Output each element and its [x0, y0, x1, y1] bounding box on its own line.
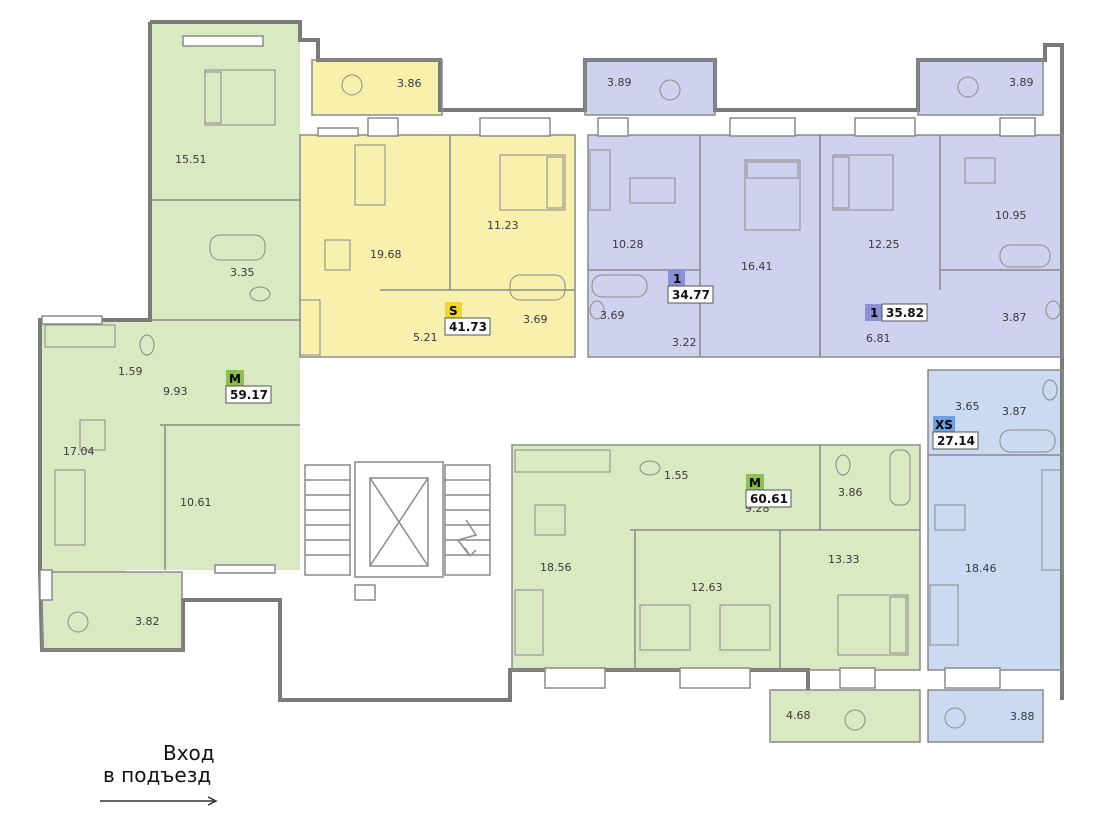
- room-area: 3.82: [135, 615, 160, 628]
- stair-steps-left: [305, 479, 350, 556]
- room-area: 19.68: [370, 248, 402, 261]
- unit-area: 41.73: [449, 320, 487, 334]
- unit-area: 27.14: [937, 434, 975, 448]
- room-area: 16.41: [741, 260, 773, 273]
- room-area: 3.87: [1002, 405, 1027, 418]
- room-area: 6.81: [866, 332, 891, 345]
- unit-area: 59.17: [230, 388, 268, 402]
- room-area: 3.87: [1002, 311, 1027, 324]
- room-area: 18.46: [965, 562, 997, 575]
- room-area: 12.25: [868, 238, 900, 251]
- unit-type-letter: 1: [673, 272, 681, 286]
- room-area: 10.28: [612, 238, 644, 251]
- unit-type-letter: S: [449, 304, 458, 318]
- room-area: 4.68: [786, 709, 811, 722]
- unit-m2-fill: [512, 445, 920, 742]
- room-area: 11.23: [487, 219, 519, 232]
- room-area: 3.69: [523, 313, 548, 326]
- entrance-legend: Вход в подъезд: [100, 741, 218, 806]
- room-area: 3.69: [600, 309, 625, 322]
- unit-one-a-fill: [585, 60, 820, 357]
- room-area: 17.04: [63, 445, 95, 458]
- walls: [38, 20, 1064, 743]
- room-area: 18.56: [540, 561, 572, 574]
- unit-area: 35.82: [886, 306, 924, 320]
- room-area: 12.63: [691, 581, 723, 594]
- room-area: 5.21: [413, 331, 438, 344]
- room-area: 9.93: [163, 385, 188, 398]
- room-area: 15.51: [175, 153, 207, 166]
- room-area: 3.22: [672, 336, 697, 349]
- unit-xs-fill: [928, 370, 1063, 742]
- stair-arrow-icon: [456, 519, 478, 557]
- windows: [39, 35, 1036, 689]
- unit-type-letter: XS: [935, 418, 953, 432]
- stairwell: [304, 461, 491, 601]
- unit-s-fill: [300, 60, 575, 357]
- room-area: 1.55: [664, 469, 689, 482]
- room-area: 3.35: [230, 266, 255, 279]
- unit-m1-fill: [40, 22, 300, 650]
- room-labels: 15.51 3.35 1.59 9.93 17.04 10.61 3.82 3.…: [63, 76, 1035, 723]
- room-area: 10.61: [180, 496, 212, 509]
- room-area: 3.65: [955, 400, 980, 413]
- unit-one-b-fill: [820, 60, 1063, 357]
- room-area: 3.88: [1010, 710, 1035, 723]
- unit-tag-one-a: 1 34.77: [667, 270, 714, 304]
- unit-tag-m1: M 59.17: [225, 370, 272, 404]
- unit-tag-xs: XS 27.14: [932, 416, 979, 450]
- room-area: 13.33: [828, 553, 860, 566]
- unit-tag-one-b: 1 35.82: [865, 303, 928, 322]
- furniture: [44, 69, 1063, 731]
- room-area: 3.86: [397, 77, 422, 90]
- unit-area: 60.61: [750, 492, 788, 506]
- room-area: 3.89: [1009, 76, 1034, 89]
- unit-area: 34.77: [672, 288, 710, 302]
- entrance-label-line1: Вход: [163, 741, 215, 765]
- room-area: 1.59: [118, 365, 143, 378]
- arrow-right-icon: [100, 796, 218, 806]
- unit-type-letter: M: [749, 476, 761, 490]
- room-area: 10.95: [995, 209, 1027, 222]
- stair-steps-right: [445, 479, 490, 556]
- room-area: 3.89: [607, 76, 632, 89]
- unit-type-letter: M: [229, 372, 241, 386]
- unit-tag-m2: M 60.61: [745, 474, 792, 508]
- unit-type-letter: 1: [870, 306, 878, 320]
- room-area: 3.86: [838, 486, 863, 499]
- unit-tag-s: S 41.73: [444, 302, 491, 336]
- entrance-label-line2: в подъезд: [103, 763, 211, 787]
